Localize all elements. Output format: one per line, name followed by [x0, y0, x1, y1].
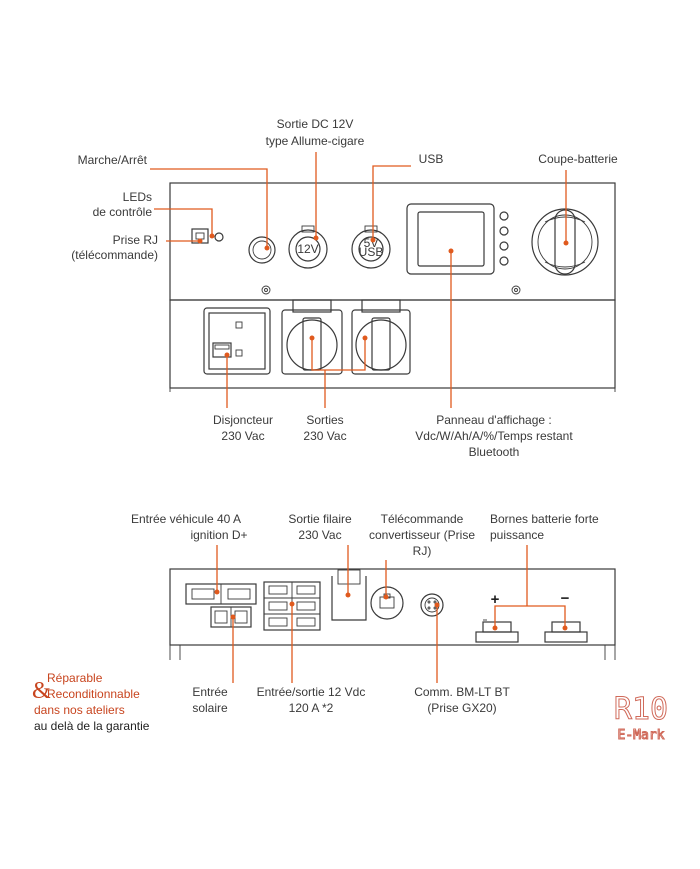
label-outlets-line1: Sorties: [306, 413, 343, 427]
label-vehicle-line1: Entrée véhicule 40 A: [131, 512, 241, 526]
outlet-230v-2: [351, 299, 411, 375]
label-vehicle-line2: ignition D+: [190, 528, 247, 542]
brand-line2: Reconditionnable: [47, 687, 140, 701]
negative-symbol: −: [561, 590, 570, 607]
label-dc-out-line2: type Allume-cigare: [266, 134, 365, 148]
label-rj-line1: Prise RJ: [113, 233, 158, 247]
battery-terminal-positive: [475, 619, 519, 643]
bottom-leader-lines: [214, 545, 568, 683]
display-panel: [406, 203, 509, 275]
label-battery-switch: Coupe-batterie: [538, 152, 618, 166]
top-labels: Sortie DC 12V type Allume-cigare USB Cou…: [71, 117, 618, 459]
label-io12-line2: 120 A *2: [289, 701, 334, 715]
label-terminals-line2: puissance: [490, 528, 544, 542]
power-button: [248, 236, 276, 264]
label-breaker-line2: 230 Vac: [221, 429, 264, 443]
label-dc-out-line1: Sortie DC 12V: [277, 117, 354, 131]
label-leds-line1: LEDs: [123, 190, 152, 204]
label-outlets-line2: 230 Vac: [303, 429, 346, 443]
remote-rj-port: [370, 586, 404, 620]
top-leader-lines: [150, 152, 569, 408]
control-led: [214, 232, 224, 242]
label-solar-line1: Entrée: [192, 685, 228, 699]
battery-switch: [531, 208, 599, 276]
label-power: Marche/Arrêt: [78, 153, 148, 167]
positive-symbol: +: [491, 591, 500, 608]
label-comm-line2: (Prise GX20): [427, 701, 496, 715]
label-wired-line1: Sortie filaire: [288, 512, 352, 526]
label-rj-line2: (télécommande): [71, 248, 158, 262]
label-terminals-line1: Bornes batterie forte: [490, 512, 599, 526]
dc-12v-socket: 12V: [288, 225, 328, 269]
label-wired-line2: 230 Vac: [298, 528, 341, 542]
socket-usb-label-bottom: USB: [359, 245, 384, 259]
label-usb: USB: [419, 152, 444, 166]
vehicle-input-connector: [185, 583, 257, 605]
emark-badge: R10 E-Mark: [613, 692, 668, 744]
top-device-housing: [169, 182, 616, 392]
brand-line4: au delà de la garantie: [34, 719, 150, 733]
label-leds-line2: de contrôle: [93, 205, 153, 219]
repairable-branding: & Réparable Reconditionnable dans nos at…: [32, 671, 150, 733]
label-remote-line3: RJ): [413, 544, 432, 558]
bottom-labels: Entrée véhicule 40 A ignition D+ Sortie …: [131, 512, 599, 715]
badge-sub: E-Mark: [618, 728, 665, 743]
label-comm-line1: Comm. BM-LT BT: [414, 685, 510, 699]
bottom-device-housing: [169, 568, 616, 660]
label-display-line2: Vdc/W/Ah/A/%/Temps restant: [415, 429, 573, 443]
brand-line3: dans nos ateliers: [34, 703, 125, 717]
gx20-port: [420, 593, 444, 617]
battery-terminal-negative: [544, 621, 588, 643]
label-io12-line1: Entrée/sortie 12 Vdc: [257, 685, 366, 699]
badge-main: R10: [614, 692, 668, 727]
label-display-line3: Bluetooth: [469, 445, 520, 459]
label-breaker-line1: Disjoncteur: [213, 413, 273, 427]
wired-230v-output: [331, 569, 367, 621]
ampersand-logo: &: [32, 678, 51, 704]
socket-12v-label: 12V: [297, 242, 318, 256]
circuit-breaker: [203, 307, 271, 375]
top-screws: [261, 285, 521, 295]
brand-line1: Réparable: [47, 671, 103, 685]
label-solar-line2: solaire: [192, 701, 228, 715]
label-display-line1: Panneau d'affichage :: [436, 413, 552, 427]
label-remote-line2: convertisseur (Prise: [369, 528, 475, 542]
usb-socket: 5V USB: [351, 225, 391, 269]
label-remote-line1: Télécommande: [381, 512, 464, 526]
